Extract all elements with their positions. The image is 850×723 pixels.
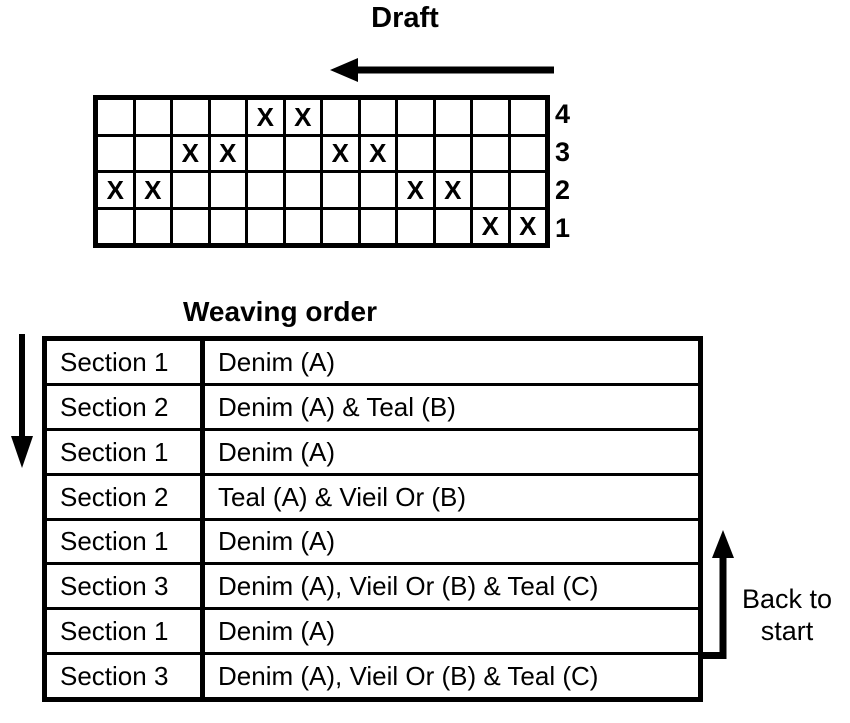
draft-cell (473, 100, 508, 134)
draft-cell (173, 173, 208, 207)
draft-cell (473, 136, 508, 170)
weaving-order-table: Section 1 Denim (A) Section 2 Denim (A) … (42, 336, 703, 702)
section-cell: Section 1 (47, 341, 200, 383)
section-cell: Section 3 (47, 655, 200, 697)
back-to-start-line1: Back to (741, 584, 833, 614)
draft-grid: X X X X X X X X X X (93, 95, 550, 248)
draft-cell (323, 100, 358, 134)
back-to-start-arrow-icon (700, 530, 734, 659)
draft-cell (435, 100, 470, 134)
draft-cell: X (323, 136, 358, 170)
draft-cell (210, 173, 245, 207)
draft-cell: X (360, 136, 395, 170)
draft-cell (173, 209, 208, 243)
shaft-label: 3 (555, 136, 571, 167)
draft-cell (248, 173, 283, 207)
draft-cell (360, 100, 395, 134)
draft-cell (473, 173, 508, 207)
yarns-cell: Denim (A) & Teal (B) (205, 385, 698, 428)
draft-cell (360, 209, 395, 243)
section-cell: Section 3 (47, 565, 200, 608)
back-to-start-label: Back to start (728, 583, 846, 647)
draft-cell: X (210, 136, 245, 170)
draft-cell (285, 173, 320, 207)
draft-cell (173, 100, 208, 134)
yarns-cell: Denim (A) (205, 610, 698, 653)
shaft-label: 1 (555, 213, 571, 244)
draft-cell (398, 209, 433, 243)
back-to-start-line2: start (760, 616, 814, 646)
draft-cell (98, 100, 133, 134)
draft-cell (98, 136, 133, 170)
yarns-cell: Denim (A) (205, 430, 698, 473)
yarns-cell: Denim (A), Vieil Or (B) & Teal (C) (205, 565, 698, 608)
shaft-label: 4 (555, 98, 571, 129)
draft-cell (510, 100, 545, 134)
section-cell: Section 1 (47, 430, 200, 473)
weaving-order-title: Weaving order (183, 296, 377, 327)
draft-cell: X (398, 173, 433, 207)
draft-cell (398, 100, 433, 134)
draft-cell (398, 136, 433, 170)
yarns-cell: Denim (A) (205, 341, 698, 383)
draft-cell: X (510, 209, 545, 243)
yarns-cell: Denim (A), Vieil Or (B) & Teal (C) (205, 655, 698, 697)
draft-cell (435, 209, 470, 243)
draft-cell (210, 209, 245, 243)
draft-cell: X (135, 173, 170, 207)
draft-cell (323, 173, 358, 207)
section-cell: Section 2 (47, 475, 200, 518)
draft-cell (510, 136, 545, 170)
section-cell: Section 2 (47, 385, 200, 428)
draft-cell (135, 209, 170, 243)
draft-cell: X (435, 173, 470, 207)
draft-cell: X (248, 100, 283, 134)
yarns-cell: Denim (A) (205, 520, 698, 563)
yarns-cell: Teal (A) & Vieil Or (B) (205, 475, 698, 518)
draft-cell (135, 136, 170, 170)
draft-cell (323, 209, 358, 243)
shaft-label: 2 (555, 175, 571, 206)
draft-cell (210, 100, 245, 134)
section-cell: Section 1 (47, 610, 200, 653)
draft-cell (360, 173, 395, 207)
draft-cell: X (173, 136, 208, 170)
draft-title: Draft (371, 2, 439, 34)
draft-cell (435, 136, 470, 170)
draft-cell (98, 209, 133, 243)
draft-cell (248, 136, 283, 170)
draft-cell (135, 100, 170, 134)
draft-cell: X (285, 100, 320, 134)
draft-cell: X (473, 209, 508, 243)
draft-cell (285, 136, 320, 170)
draft-cell (510, 173, 545, 207)
shaft-row-labels: 4 3 2 1 (555, 95, 585, 248)
draft-cell (285, 209, 320, 243)
draft-cell: X (98, 173, 133, 207)
draft-cell (248, 209, 283, 243)
weaving-direction-down-arrow-icon (11, 334, 33, 468)
section-cell: Section 1 (47, 520, 200, 563)
draft-direction-left-arrow-icon (330, 58, 554, 82)
